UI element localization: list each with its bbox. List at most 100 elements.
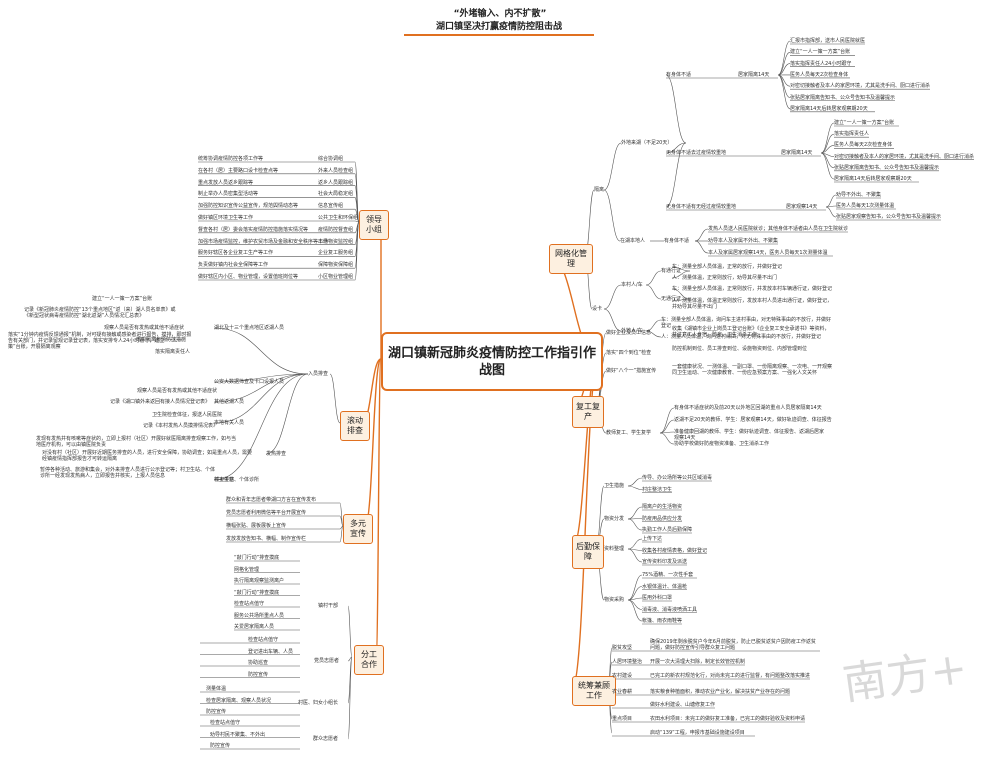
logistics-item: 传导、办公场所等公共区域消毒 <box>642 475 713 481</box>
connector-line <box>627 477 643 487</box>
rolling-note: 暂停各种活动、旅游和集会，对外来排查人员进行公示登记等；村卫生站、个体诊所一经发… <box>40 467 216 479</box>
division-group-head: 村医、妇女小组长 <box>298 700 339 706</box>
connector-line <box>213 327 309 375</box>
connector-line <box>665 74 687 144</box>
leader-duty: 加强防控知识宣传公益宣传，规范舆情动态等 <box>198 203 299 210</box>
division-item: 检查站点值守 <box>210 720 241 726</box>
checkpoint-local-head: 本村人/车 <box>621 282 643 288</box>
isolation-item: 对密切接触者及本人的家居环境，尤其是洗手间、厨口进行消杀 <box>834 153 975 160</box>
isolation-item: 建立“一人一策一方案”台账 <box>834 120 895 126</box>
connector-line <box>627 574 643 601</box>
division-item: 检查居家隔离、观察人员状况 <box>206 697 272 704</box>
division-item: 劝导村民不聚集、不外出 <box>210 731 266 738</box>
isolation-item: 医务人员每天1次测量体温 <box>836 203 895 209</box>
grid-checkpoint-label: 设卡 <box>592 306 603 312</box>
checkpoint-outside-head: 外地人/车 <box>621 328 643 334</box>
leader-team: 返乡人员跟踪组 <box>318 179 354 186</box>
isolation-item: 张贴居家观察告知书，公众号告知书及温馨提示 <box>836 214 942 220</box>
connector-line <box>777 74 791 98</box>
connector-line <box>645 330 662 338</box>
isolation-group-sub: 居家隔离14天 <box>738 72 770 78</box>
leader-duty: 做好辖区内小区、物业管理，设置值班岗位等 <box>198 274 299 280</box>
isolation-item: 劝导不外出、不聚集 <box>836 192 882 198</box>
overall-item-note: 启动“139”工程，申报市基础设施建设项目 <box>650 730 745 736</box>
rolling-note: 观察人员是否有发热或其他不适症状 <box>137 388 218 394</box>
leader-team: 企业复工服务组 <box>318 250 354 257</box>
branch-logistics: 后勤保障 <box>572 535 604 569</box>
connector-line <box>603 142 622 191</box>
leader-team: 疫情防控督查组 <box>318 226 354 233</box>
connector-line <box>777 40 791 76</box>
isolation-item: 建立“一人一策一方案”台账 <box>790 49 851 56</box>
connector-line <box>820 152 835 180</box>
checkpoint-local-item: 车：测量全部人员体温，正常则放行，并发放本村车辆通行证，做好登记 <box>672 286 833 292</box>
overall-item-head: 农村建设 <box>612 673 633 679</box>
connector-line <box>213 373 309 424</box>
checkpoint-local-item: 车：测量全部人员体温，正常的放行，并做好登记 <box>672 264 783 270</box>
connector-line <box>603 308 622 332</box>
connector-line <box>671 298 691 302</box>
isolation-item: 居家隔离14天后转居家观察期20天 <box>790 105 868 112</box>
connector-line <box>665 142 687 154</box>
logistics-item: 水银体温计、体温枪 <box>642 583 688 590</box>
rolling-note: 记录《湖口镇外来返回有接人员情况登记表》 <box>110 399 211 405</box>
isolation-item: 张贴居家隔离告知书、公众号告知书及温馨提示 <box>834 164 940 171</box>
publicity-item: 党员志愿者利用微信等平台开展宣传 <box>226 510 307 516</box>
rolling-group-head: 其他返湖人员 <box>214 399 245 405</box>
branch-division: 分工合作 <box>354 645 384 675</box>
connector-line <box>825 194 837 208</box>
resume-item-note: 返湖不足20天的教师、学生：居家观察14天，做好轨迹调查、体征报告 <box>674 417 832 423</box>
division-item: 协助巡查 <box>248 660 269 666</box>
connector-line <box>627 599 643 610</box>
division-group-head: 镇村干部 <box>318 603 339 609</box>
resume-item-head: 教师复工、学生复学 <box>606 430 652 436</box>
logistics-item: 宣传资料印发及派送 <box>642 559 688 565</box>
checkpoint-local-item: 人：测量体温，体温正常则放行，发放本村人员进出通行证，做好登记，并劝导其尽量不出… <box>672 298 833 310</box>
rolling-note: 对没有村（社区）开展好近期医务排查的人员，进行安全保障，协助调查；如是重点人员，… <box>42 450 253 462</box>
leader-team: 小区物业管理组 <box>318 274 354 280</box>
leader-duty: 在各村（居）主要路口设卡检查点等 <box>198 167 279 174</box>
overall-item-head: 农业春耕 <box>612 689 633 695</box>
overall-item-head: 重点项目 <box>612 716 633 722</box>
branch-rolling-check: 滚动排查 <box>340 411 370 441</box>
leader-duty: 做好镇区环境卫生等工作 <box>198 215 254 221</box>
connector-line <box>645 319 662 332</box>
connector-line <box>213 373 309 481</box>
leader-team: 市场物资监控组 <box>318 238 354 245</box>
connector-line <box>671 270 691 279</box>
local-resident-head: 在湖本地人 <box>620 238 646 244</box>
connector-line <box>265 373 309 455</box>
logistics-group-head: 卫生措施 <box>604 483 625 489</box>
publicity-item: 横幅张贴、展板展板上宣传 <box>226 523 287 529</box>
overall-item-note: 开展一次大清理大扫除，制定长效管控机制 <box>650 659 746 665</box>
publicity-item: 发放发放告知书、横幅、制作宣传栏 <box>226 536 307 542</box>
connector-line <box>213 373 309 403</box>
local-resident-item: 本人及家属居家观察14天，医务人员每天1次测量体温 <box>708 250 828 256</box>
overall-item-head: 脱贫攻坚 <box>612 645 633 651</box>
overall-item-head: 人居环境整治 <box>612 659 643 665</box>
connector-line <box>825 206 837 218</box>
rolling-note: 发现有发热并有咳嗽等症状的，立即上报村（社区）开展好就医隔离排查观察工作，如与当… <box>36 436 237 448</box>
connector-line <box>820 133 835 154</box>
leader-duty: 统筹协调疫情防控各项工作等 <box>198 156 264 162</box>
resume-item-note: 协助学校做好防疫物资准备、卫生消杀工作 <box>674 441 770 447</box>
title-line-2: 湖口镇坚决打赢疫情防控阻击战 <box>404 19 594 36</box>
logistics-item: 消毒液、消毒液喷洒工具 <box>642 606 698 613</box>
division-item: “敲门行动”排查摸底 <box>234 589 280 596</box>
checkpoint-outside-item: 车：测量全部人员体温，询问车主进村事由，对无特殊事由的不放行，并做好登记 <box>661 317 832 329</box>
isolation-group-head: 无身体不适去过疫情较重地 <box>666 150 727 156</box>
leader-duty: 督查各村（居）委会落实疫情防控措施落实情况等 <box>198 226 309 233</box>
checkpoint-local-item: 人：测量体温，正常则放行，劝导其尽量不出门 <box>672 275 778 281</box>
resume-item-note: 防控机制到位、员工排查到位、设施物资到位、内部管理到位 <box>672 346 808 352</box>
isolation-item: 医务人员每天2次检查身体 <box>834 142 893 149</box>
connector-line <box>213 373 309 383</box>
resume-item-head: 做好“八个一”措施宣传 <box>606 368 657 374</box>
division-item: 服务公共场所重点人员 <box>234 612 285 619</box>
connector-line <box>820 145 835 154</box>
logistics-item: 医用外科口罩 <box>642 595 673 601</box>
local-resident-item: 劝导本人及家属不外出、不聚集 <box>708 238 779 244</box>
rolling-group-head: 湖北及十三个重点地区返湖人员 <box>214 325 285 331</box>
connector-line <box>659 432 675 445</box>
division-item: 防控宣传 <box>206 709 227 715</box>
connector-line <box>627 518 643 531</box>
